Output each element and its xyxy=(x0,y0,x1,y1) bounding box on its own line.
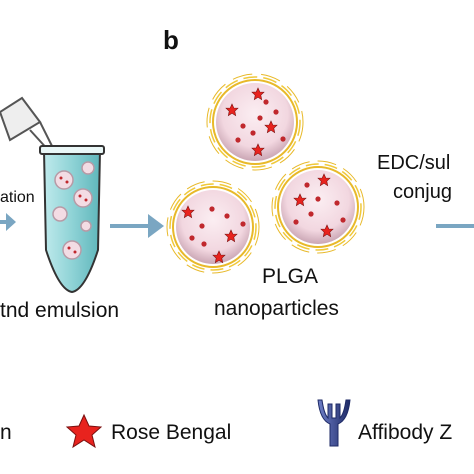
conjugation-label-line1: EDC/sul xyxy=(377,152,451,174)
affibody-icon xyxy=(317,399,351,447)
process-arrow xyxy=(110,214,164,238)
left-arrow xyxy=(0,213,16,231)
legend-left-fragment: n xyxy=(0,421,12,444)
panel-label: b xyxy=(163,25,179,55)
plga-nanoparticle xyxy=(271,160,365,254)
plga-nanoparticle xyxy=(166,180,260,274)
particle-label-line1: PLGA xyxy=(262,265,319,288)
particle-label-line2: nanoparticles xyxy=(214,297,339,320)
legend-affibody-label: Affibody Z xyxy=(358,421,453,444)
emulsion-tube-icon xyxy=(39,145,105,294)
legend-rose-bengal-label: Rose Bengal xyxy=(111,421,232,444)
conjugation-label-line2: conjug xyxy=(393,181,452,203)
step-label-fragment: ation xyxy=(0,189,35,206)
plga-nanoparticle xyxy=(206,73,304,171)
emulsion-label: tnd emulsion xyxy=(0,299,120,322)
pipette-icon xyxy=(0,96,53,153)
rose-bengal-star-icon xyxy=(65,413,103,449)
